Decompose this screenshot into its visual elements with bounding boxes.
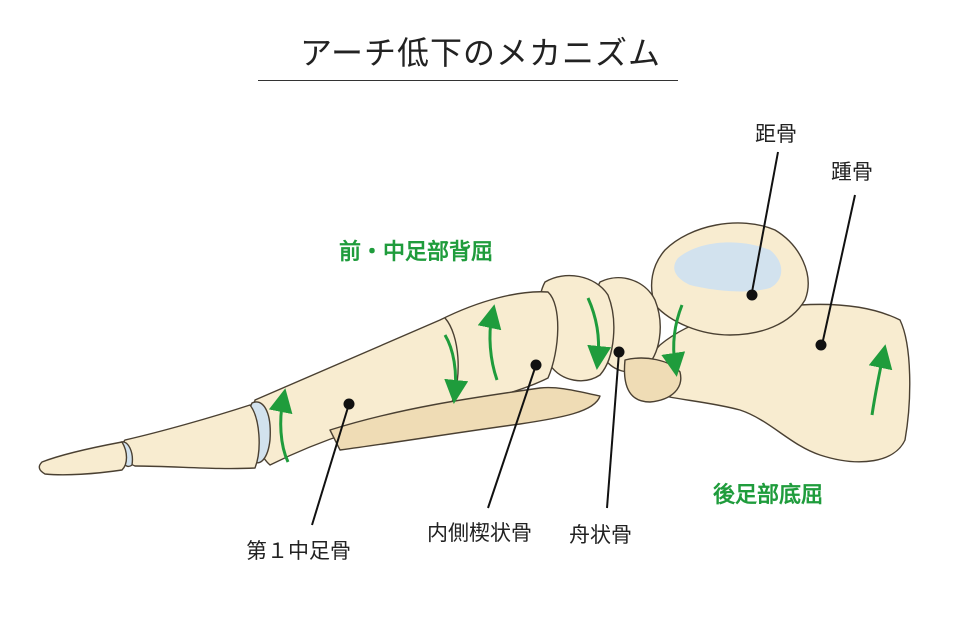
label-talus: 距骨 xyxy=(755,122,797,146)
arrow-metatarsal-up xyxy=(268,388,293,463)
arrow-calcaneus-up xyxy=(868,344,893,416)
label-navicular: 舟状骨 xyxy=(569,523,632,547)
distal-phalanx-bone xyxy=(38,441,128,476)
leader-navicular xyxy=(606,351,620,509)
arrow-cuneiform-down xyxy=(443,334,469,404)
title-underline xyxy=(258,80,678,81)
leader-dots xyxy=(343,289,827,410)
leader-lines xyxy=(311,151,856,526)
dot-navicular xyxy=(613,346,625,358)
motion-arrows xyxy=(268,297,893,463)
label-rearfoot-plantarflexion: 後足部底屈 xyxy=(713,483,824,508)
arrow-talus-down xyxy=(661,304,686,377)
arrow-cuneiform-up xyxy=(477,304,502,381)
proximal-phalanx-bone xyxy=(120,404,260,470)
dot-talus xyxy=(746,289,758,301)
arrow-navicular-down xyxy=(586,297,612,370)
first-metatarsal-bone xyxy=(252,291,559,466)
dot-first-metatarsal xyxy=(343,398,355,410)
label-first-metatarsal: 第１中足骨 xyxy=(246,539,351,563)
calcaneus-bone xyxy=(648,303,911,463)
leader-medial-cuneiform xyxy=(487,364,537,509)
label-forefoot-dorsiflexion: 前・中足部背屈 xyxy=(339,240,494,265)
label-medial-cuneiform: 内側楔状骨 xyxy=(427,521,532,545)
leader-talus xyxy=(751,151,779,293)
leader-calcaneus xyxy=(821,194,856,346)
page-title: アーチ低下のメカニズム xyxy=(299,34,662,72)
label-calcaneus: 踵骨 xyxy=(831,160,873,184)
leader-first-metatarsal xyxy=(311,403,350,526)
dot-calcaneus xyxy=(815,339,827,351)
dot-medial-cuneiform xyxy=(530,359,542,371)
